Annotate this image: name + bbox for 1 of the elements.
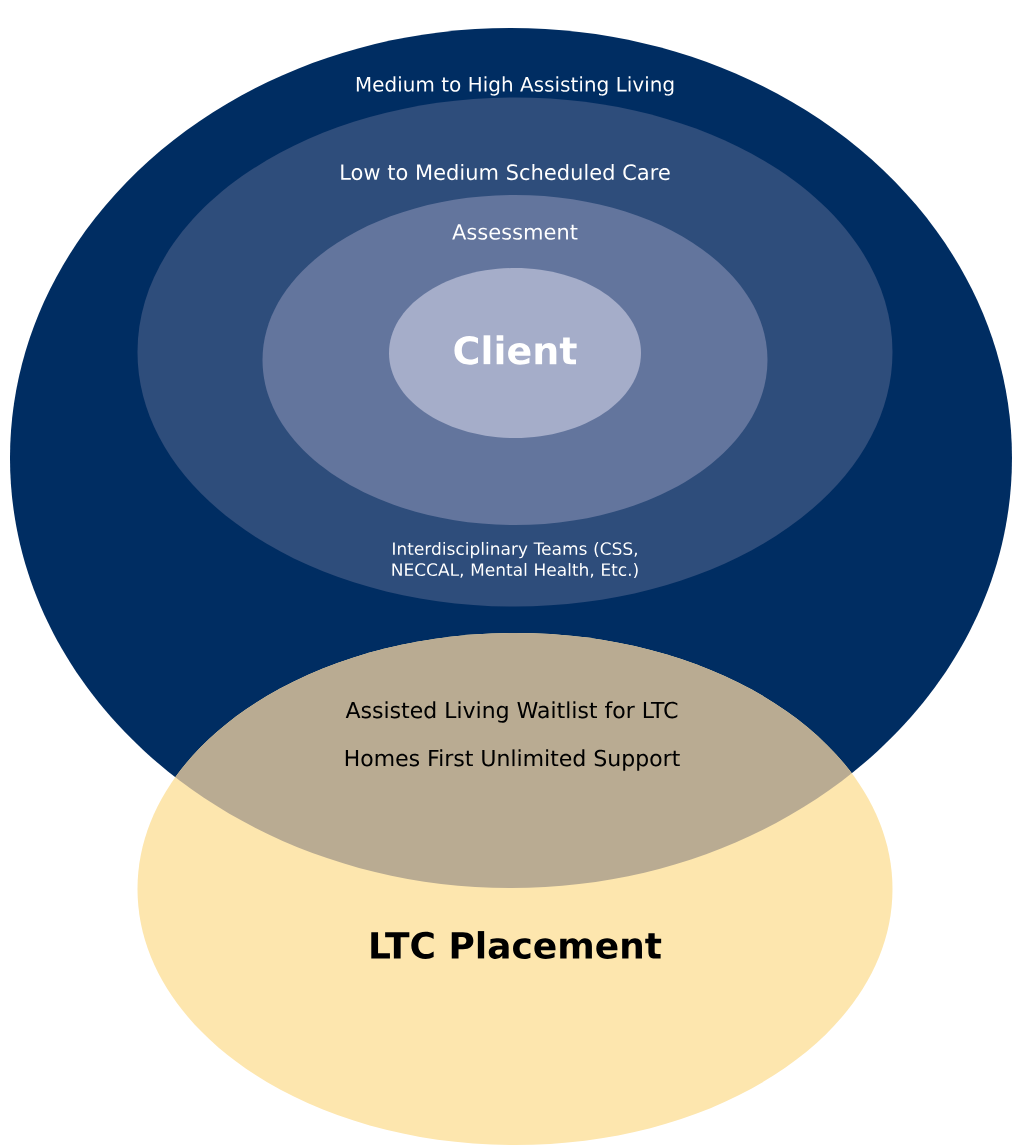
overlap-region: Assisted Living Waitlist for LTC Homes First Unlimited Support	[345, 701, 680, 771]
